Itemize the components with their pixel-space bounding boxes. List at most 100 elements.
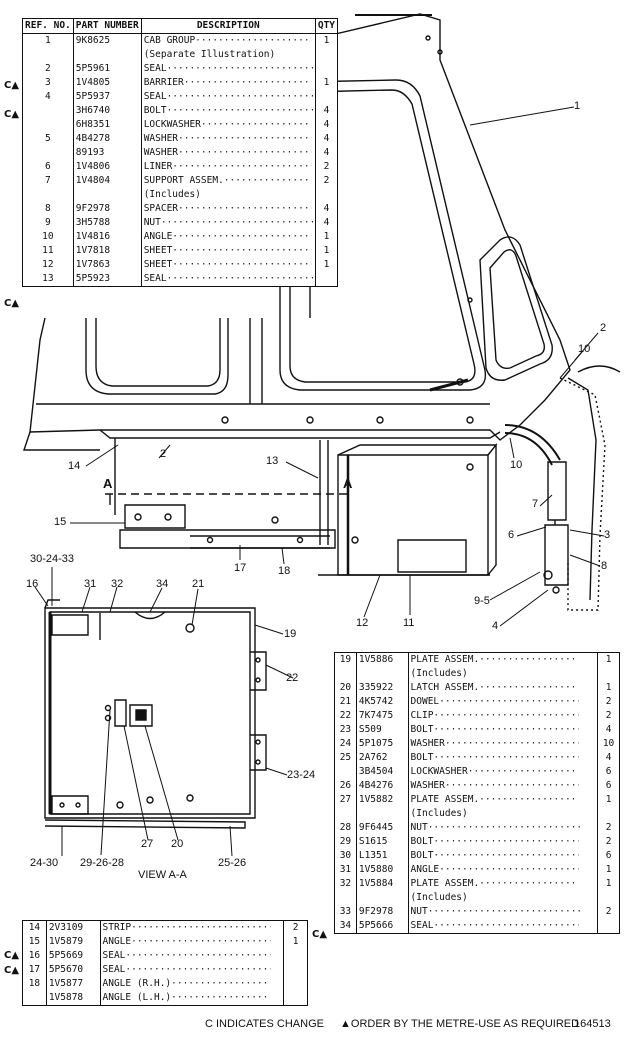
callout-label: 18 (278, 565, 291, 577)
qty-cell: 6 (605, 850, 612, 861)
parts-table-bottom: 142V3109STRIP···························… (22, 920, 308, 1006)
view-caption: VIEW A-A (138, 869, 187, 881)
description-text: NUT (143, 217, 161, 228)
table-row: (Includes) (334, 891, 620, 905)
callout-label: 29-26-28 (80, 857, 125, 869)
part-number-cell: 4B4276 (356, 779, 409, 793)
leader-dots: ······································· (195, 35, 311, 46)
ref-no-cell: 23 (334, 723, 357, 737)
part-number-cell: 6H8351 (73, 118, 142, 132)
leader-dots: ······································· (172, 231, 312, 242)
callout-label: 6 (508, 529, 515, 541)
leader-dots: ······································· (178, 133, 312, 144)
description-text: SEAL (102, 964, 126, 975)
qty-cell (315, 62, 337, 76)
description-text: PLATE ASSEM. (410, 878, 480, 889)
callout-label: 30-24-33 (30, 553, 75, 565)
description-cell: LINER···································… (141, 160, 316, 174)
callout-label: 17 (234, 562, 247, 574)
description-text: BOLT (410, 836, 434, 847)
ref-no-cell: 18 (22, 977, 47, 991)
part-number-cell: S1615 (356, 835, 409, 849)
table-row: 54B4278WASHER···························… (22, 132, 338, 146)
part-number-cell: 1V5886 (356, 652, 409, 667)
qty-cell: 6 (605, 780, 612, 791)
ref-no-cell: 33 (334, 905, 357, 919)
qty-cell (315, 48, 337, 62)
leader-dots: ······································· (166, 63, 313, 74)
qty-cell: 10 (602, 738, 615, 749)
ref-no-cell: 24 (334, 737, 357, 751)
qty-cell: 2 (605, 696, 612, 707)
qty-cell (284, 949, 308, 963)
qty-cell: 1 (605, 654, 612, 665)
leader-dots: ······································· (125, 964, 271, 975)
table-row: 339F2978NUT·····························… (334, 905, 620, 919)
part-number-cell: 3H6740 (73, 104, 142, 118)
callout-label: 22 (286, 672, 299, 684)
description-text: BARRIER (143, 77, 184, 88)
leader-dots: ······································· (427, 906, 580, 917)
part-number-cell (356, 807, 409, 821)
description-text: WASHER (410, 738, 445, 749)
ref-no-cell: 14 (22, 920, 47, 935)
description-cell: SEAL····································… (141, 272, 316, 287)
ref-no-cell (22, 146, 74, 160)
part-number-cell: 5P5923 (73, 272, 142, 287)
description-text: DOWEL (410, 696, 440, 707)
description-text: NUT (410, 822, 428, 833)
ref-no-cell: 9 (22, 216, 74, 230)
description-cell: WASHER··································… (408, 737, 599, 751)
description-text: SEAL (410, 920, 434, 931)
ref-no-cell: 7 (22, 174, 74, 188)
leader-dots: ······································· (444, 738, 579, 749)
table-row: 121V7863SHEET···························… (22, 258, 338, 272)
callout-label: 9-5 (474, 595, 490, 607)
description-cell: BOLT····································… (408, 723, 599, 737)
qty-cell (284, 991, 308, 1006)
ref-no-cell (334, 891, 357, 905)
table-row: 135P5923SEAL····························… (22, 272, 338, 287)
qty-cell: 2 (605, 836, 612, 847)
leader-dots: ······································· (172, 245, 312, 256)
ref-no-cell (22, 104, 74, 118)
ref-no-cell: 10 (22, 230, 74, 244)
table-row: 214K5742DOWEL···························… (334, 695, 620, 709)
description-text: LOCKWASHER (143, 119, 201, 130)
part-number-cell: 1V5880 (356, 863, 409, 877)
part-number-cell: 5P5961 (73, 62, 142, 76)
ref-no-cell: 29 (334, 835, 357, 849)
leader-dots: ······································· (223, 175, 310, 186)
qty-cell (315, 272, 337, 287)
qty-cell (284, 977, 308, 991)
part-number-cell: S509 (356, 723, 409, 737)
part-number-cell: 335922 (356, 681, 409, 695)
callout-label: 34 (156, 578, 169, 590)
qty-cell: 4 (323, 133, 330, 144)
callout-label: 7 (532, 498, 539, 510)
leader-dots: ······································· (183, 77, 312, 88)
part-number-cell: 7K7475 (356, 709, 409, 723)
description-cell: NUT·····································… (141, 216, 316, 230)
callout-label: 15 (54, 516, 67, 528)
description-text: BOLT (410, 850, 434, 861)
description-cell: SUPPORT ASSEM.··························… (141, 174, 316, 188)
callout-label: 16 (26, 578, 39, 590)
qty-cell: 1 (605, 864, 612, 875)
leader-dots: ······································· (433, 724, 579, 735)
header-description: DESCRIPTION (141, 18, 316, 34)
callout-label: 13 (266, 455, 279, 467)
qty-cell: 4 (605, 752, 612, 763)
description-text: SEAL (143, 63, 167, 74)
leader-dots: ······································· (131, 936, 271, 947)
part-number-cell: 1V7818 (73, 244, 142, 258)
header-ref-no: REF. NO. (22, 18, 74, 34)
description-cell: SEAL····································… (408, 919, 599, 934)
callout-label: 19 (284, 628, 297, 640)
description-text: WASHER (143, 147, 179, 158)
table-row: 3H6740BOLT······························… (22, 104, 338, 118)
ref-no-cell (22, 188, 74, 202)
part-number-cell (73, 48, 142, 62)
ref-no-cell: 19 (334, 652, 357, 667)
